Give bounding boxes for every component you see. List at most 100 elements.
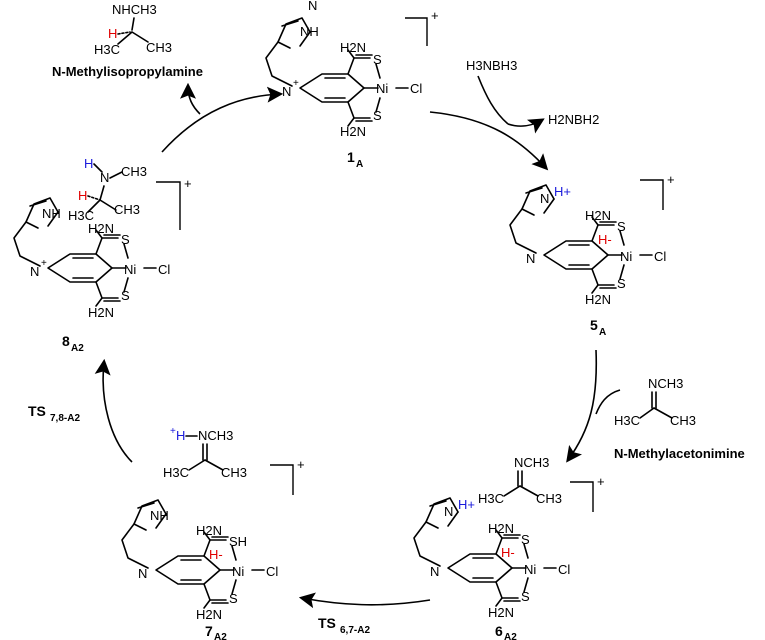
charge-5a: + xyxy=(667,172,675,187)
atom-ni-6a2: Ni xyxy=(524,562,536,577)
atom-n-6a2: N xyxy=(430,564,439,579)
atom-n-7a2: N xyxy=(138,566,147,581)
charge-8a2: + xyxy=(184,176,192,191)
atom-ch3-n-8a2: CH3 xyxy=(121,164,147,179)
label-6a2-sub: A2 xyxy=(504,632,517,640)
atom-h-blue-8a2: H xyxy=(84,156,93,171)
reagent-imine: NCH3 H3C CH3 N-Methylacetonimine xyxy=(614,376,745,461)
atom-n-plus-8a2: N xyxy=(30,264,39,279)
compound-7a2: N NH H2N H2N SH S H- Ni Cl + H NCH3 H3C … xyxy=(121,426,305,640)
atom-h3c-8a2: H3C xyxy=(68,208,94,223)
atom-h-minus-7a2: H- xyxy=(209,547,223,562)
atom-ch3-7a2: CH3 xyxy=(221,465,247,480)
atom-h2n-bottom-8a2: H2N xyxy=(88,305,114,320)
arrow-1a-to-5a xyxy=(429,111,549,171)
atom-n-5a: N xyxy=(526,251,535,266)
atom-cl-1a: Cl xyxy=(410,81,422,96)
atom-sh-7a2: SH xyxy=(229,534,247,549)
label-5a-sub: A xyxy=(599,327,606,338)
charge-plus-1a: + xyxy=(293,78,299,89)
atom-s-bottom-5a: S xyxy=(617,276,626,291)
label-1a-sub: A xyxy=(356,159,363,170)
arrow-8a2-to-1a xyxy=(161,86,284,153)
atom-h3c-product: H3C xyxy=(94,42,120,57)
arrow-imine-in xyxy=(595,389,621,415)
compound-6a2: N N H+ H2N H2N S S H- Ni Cl NCH3 H3C CH3… xyxy=(413,455,605,640)
atom-h2n-bottom-7a2: H2N xyxy=(196,607,222,622)
atom-n-1a: N xyxy=(308,0,317,13)
atom-h2n-top-8a2: H2N xyxy=(88,221,114,236)
atom-h-red-product: H xyxy=(108,26,117,41)
charge-6a2: + xyxy=(597,474,605,489)
atom-h-7a2: H xyxy=(176,428,185,443)
atom-h2n-top-7a2: H2N xyxy=(196,523,222,538)
atom-s-bottom-1a: S xyxy=(373,108,382,123)
compound-5a: N N H+ H2N H2N S S H- Ni Cl + 5 A xyxy=(509,172,675,338)
arrow-product-out xyxy=(180,82,201,115)
product-amine: NHCH3 H H3C CH3 N-Methylisopropylamine xyxy=(52,2,203,79)
label-ts67-sub: 6,7-A2 xyxy=(340,625,370,636)
label-7a2: 7 xyxy=(205,623,213,639)
atom-h2n-bottom-5a: H2N xyxy=(585,292,611,307)
atom-h2n-top-6a2: H2N xyxy=(488,521,514,536)
atom-h-minus-5a: H- xyxy=(598,232,612,247)
reagent-aminoborane: H2NBH2 xyxy=(548,112,599,127)
atom-cl-6a2: Cl xyxy=(558,562,570,577)
atom-nch3-7a2: NCH3 xyxy=(198,428,233,443)
atom-ch3-6a2: CH3 xyxy=(536,491,562,506)
atom-h-red-8a2: H xyxy=(78,188,87,203)
charge-7a2: + xyxy=(297,457,305,472)
atom-h3c-6a2: H3C xyxy=(478,491,504,506)
reagent-ammonia-borane: H3NBH3 xyxy=(466,58,517,73)
atom-nhch3-product: NHCH3 xyxy=(112,2,157,17)
label-ts78-sub: 7,8-A2 xyxy=(50,413,80,424)
atom-s-top-5a: S xyxy=(617,219,626,234)
atom-cl-7a2: Cl xyxy=(266,564,278,579)
atom-cl-5a: Cl xyxy=(654,249,666,264)
atom-s-bottom-8a2: S xyxy=(121,288,130,303)
label-1a: 1 xyxy=(347,149,355,165)
arrow-6a2-to-7a2 xyxy=(298,592,431,609)
substrate-name: N-Methylacetonimine xyxy=(614,446,745,461)
atom-ni-7a2: Ni xyxy=(232,564,244,579)
label-7a2-sub: A2 xyxy=(214,632,227,640)
atom-nh-5a: N xyxy=(540,191,549,206)
arrow-5a-to-6a2 xyxy=(566,349,598,463)
atom-nch3-reagent: NCH3 xyxy=(648,376,683,391)
atom-h3c-reagent: H3C xyxy=(614,413,640,428)
label-ts67: TS xyxy=(318,615,336,631)
atom-s-top-1a: S xyxy=(373,52,382,67)
product-name: N-Methylisopropylamine xyxy=(52,64,203,79)
atom-nh-7a2: NH xyxy=(150,508,169,523)
atom-ni-1a: Ni xyxy=(376,81,388,96)
atom-s-top-8a2: S xyxy=(121,232,130,247)
atom-h3c-7a2: H3C xyxy=(163,465,189,480)
atom-n-8a2: N xyxy=(100,170,109,185)
compound-1a: N + NH N H2N H2N S S Ni Cl + 1 A xyxy=(265,0,439,170)
label-5a: 5 xyxy=(590,317,598,333)
arrow-reductant-in xyxy=(477,75,509,125)
atom-nh-8a2: NH xyxy=(42,206,61,221)
atom-ch3-reagent: CH3 xyxy=(670,413,696,428)
atom-h2n-bottom-6a2: H2N xyxy=(488,605,514,620)
charge-1a: + xyxy=(431,8,439,23)
atom-cl-8a2: Cl xyxy=(158,262,170,277)
label-8a2-sub: A2 xyxy=(71,343,84,354)
label-ts78: TS xyxy=(28,403,46,419)
atom-s-bottom-7a2: S xyxy=(229,591,238,606)
atom-ch3-8a2: CH3 xyxy=(114,202,140,217)
atom-h-minus-6a2: H- xyxy=(501,545,515,560)
atom-s-top-6a2: S xyxy=(521,532,530,547)
atom-nh-1a: NH xyxy=(300,24,319,39)
atom-s-bottom-6a2: S xyxy=(521,589,530,604)
atom-ch3-product: CH3 xyxy=(146,40,172,55)
label-8a2: 8 xyxy=(62,333,70,349)
atom-h-plus-6a2: H+ xyxy=(458,497,475,512)
atom-h2n-top-1a: H2N xyxy=(340,40,366,55)
atom-n-plus-1a: N xyxy=(282,84,291,99)
atom-nch3-6a2: NCH3 xyxy=(514,455,549,470)
atom-ni-8a2: Ni xyxy=(124,262,136,277)
atom-nh-6a2: N xyxy=(444,504,453,519)
arrow-7a2-to-8a2 xyxy=(94,358,133,463)
